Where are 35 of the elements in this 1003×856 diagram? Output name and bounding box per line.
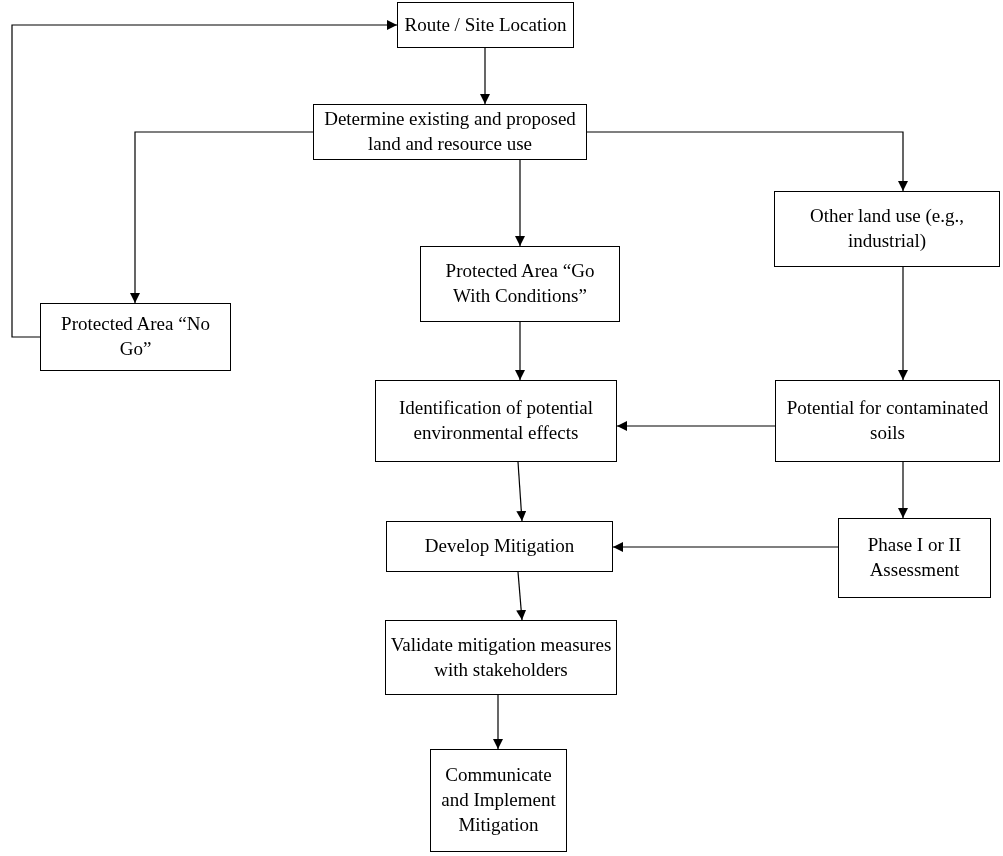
- box-text: Validate mitigation measures with stakeholders: [390, 632, 612, 682]
- arrow: [515, 159, 525, 247]
- process-box: [774, 191, 1000, 267]
- box-text: Protected Area “Go With Conditions”: [444, 259, 596, 308]
- box-text: Identification of potential environmental effects: [397, 396, 595, 445]
- arrow: [515, 321, 525, 381]
- box-text: Other land use (e.g., industrial): [808, 204, 966, 253]
- arrow: [616, 421, 776, 431]
- box-text: Potential for contaminated soils: [785, 396, 990, 445]
- arrow: [586, 131, 908, 192]
- process-box: [385, 620, 617, 695]
- arrow: [516, 461, 527, 522]
- box-text: Determine existing and proposed land and resource use: [323, 107, 577, 156]
- arrow: [480, 47, 490, 105]
- arrow: [130, 131, 314, 304]
- process-box: [313, 104, 587, 160]
- box-text: Develop Mitigation: [424, 534, 575, 559]
- box-text: Protected Area “No Go”: [60, 312, 211, 361]
- process-box: [40, 303, 231, 371]
- box-text: Phase I or II Assessment: [866, 533, 963, 582]
- process-box: [838, 518, 991, 598]
- process-box: [420, 246, 620, 322]
- arrow: [898, 461, 908, 519]
- arrow: [516, 571, 527, 621]
- process-box: [386, 521, 613, 572]
- process-box: [430, 749, 567, 852]
- arrow: [898, 266, 908, 381]
- arrow: [493, 694, 503, 750]
- box-text: Route / Site Location: [404, 12, 567, 37]
- process-box: [375, 380, 617, 462]
- process-box: [397, 2, 574, 48]
- arrow: [11, 20, 398, 338]
- arrow: [612, 542, 839, 552]
- box-text: Communicate and Implement Mitigation: [440, 763, 557, 837]
- process-box: [775, 380, 1000, 462]
